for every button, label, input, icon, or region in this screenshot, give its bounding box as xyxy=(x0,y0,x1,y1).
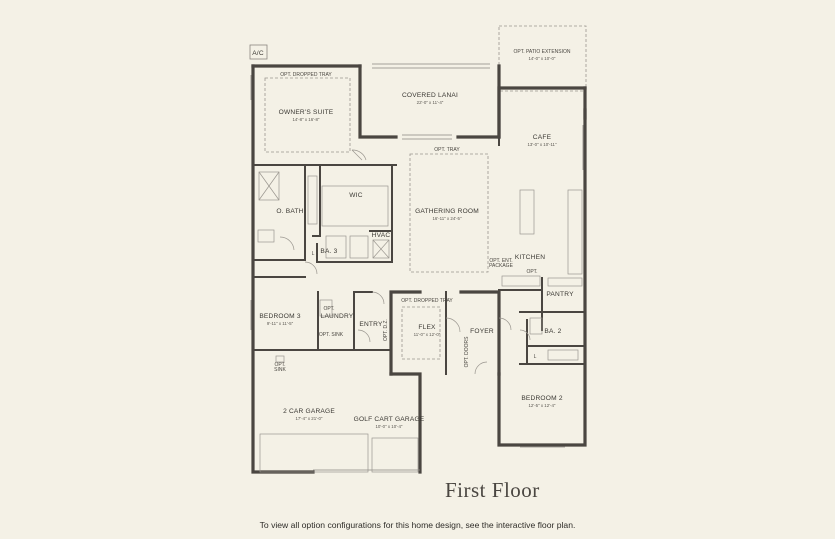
covered-lanai-dim: 22'-0" x 11'-4" xyxy=(417,100,444,105)
flex-dim: 11'-0" x 12'-0" xyxy=(414,332,441,337)
flex-label: FLEX xyxy=(418,324,436,331)
garage-label: 2 CAR GARAGE xyxy=(283,408,335,415)
garage-sink-note-2: SINK xyxy=(274,367,286,373)
o-bath-label: O. BATH xyxy=(276,208,303,215)
opt-dz-note: OPT. D.Z. xyxy=(383,319,389,341)
laundry-label: LAUNDRY xyxy=(321,313,354,320)
wic-label: WIC xyxy=(349,192,362,199)
gathering-room-dim: 16'-11" x 24'-5" xyxy=(432,216,462,221)
laundry-label-opt: OPT. xyxy=(323,306,334,312)
covered-lanai-label: COVERED LANAI xyxy=(402,92,458,99)
exterior-walls xyxy=(251,64,587,474)
pantry-label: PANTRY xyxy=(546,291,574,298)
ac-box xyxy=(249,44,268,60)
flex-tray-note: OPT. DROPPED TRAY xyxy=(401,298,453,304)
entry-label: ENTRY xyxy=(359,321,383,328)
kitchen-opt-note: OPT. xyxy=(526,269,537,275)
gathering-tray-note: OPT. TRAY xyxy=(434,147,460,153)
laundry-sink-note: OPT. SINK xyxy=(319,332,344,338)
gathering-tray-outline xyxy=(409,153,489,273)
ent-package-note-1: OPT. ENT. xyxy=(489,258,512,264)
fixtures xyxy=(257,171,583,473)
golf-cart-garage-label: GOLF CART GARAGE xyxy=(354,416,425,423)
ent-package-note-2: PACKAGE xyxy=(489,263,513,269)
gathering-room-label: GATHERING ROOM xyxy=(415,208,479,215)
ba3-label: BA. 3 xyxy=(320,248,337,255)
foyer-label: FOYER xyxy=(470,328,494,335)
patio-extension-outline xyxy=(498,25,587,92)
bedroom2-label: BEDROOM 2 xyxy=(521,395,563,402)
opt-doors-note: OPT. DOORS xyxy=(464,336,470,368)
interior-walls xyxy=(252,136,586,375)
garage-sink-note-1: OPT. xyxy=(274,362,285,368)
patio-extension-dim: 14'-0" x 10'-0" xyxy=(528,56,555,61)
interactive-plan-note: To view all option configurations for th… xyxy=(259,520,576,530)
bedroom3-label: BEDROOM 3 xyxy=(259,313,301,320)
ba2-label: BA. 2 xyxy=(544,328,561,335)
windows xyxy=(250,63,584,471)
owners-suite-dim: 14'-8" x 16'-8" xyxy=(292,117,319,122)
cafe-label: CAFE xyxy=(533,134,552,141)
bedroom2-dim: 12'-5" x 12'-4" xyxy=(528,403,555,408)
garage-dim: 17'-4" x 21'-0" xyxy=(295,416,322,421)
golf-cart-garage-dim: 10'-0" x 10'-4" xyxy=(375,424,402,429)
door-swings xyxy=(279,149,531,375)
kitchen-label: KITCHEN xyxy=(515,254,545,261)
l-note-1: L xyxy=(312,251,315,257)
hvac-label: HVAC xyxy=(372,232,391,239)
l-note-2: L xyxy=(534,354,537,360)
bedroom3-dim: 9'-11" x 11'-5" xyxy=(267,321,294,326)
floor-title: First Floor xyxy=(445,478,540,502)
owners-tray-note: OPT. DROPPED TRAY xyxy=(280,72,332,78)
owners-suite-label: OWNER'S SUITE xyxy=(279,109,334,116)
owners-tray-outline xyxy=(264,77,351,153)
patio-extension-label: OPT. PATIO EXTENSION xyxy=(513,49,570,55)
cafe-dim: 13'-0" x 10'-11" xyxy=(527,142,557,147)
ac-label: A/C xyxy=(252,50,264,57)
